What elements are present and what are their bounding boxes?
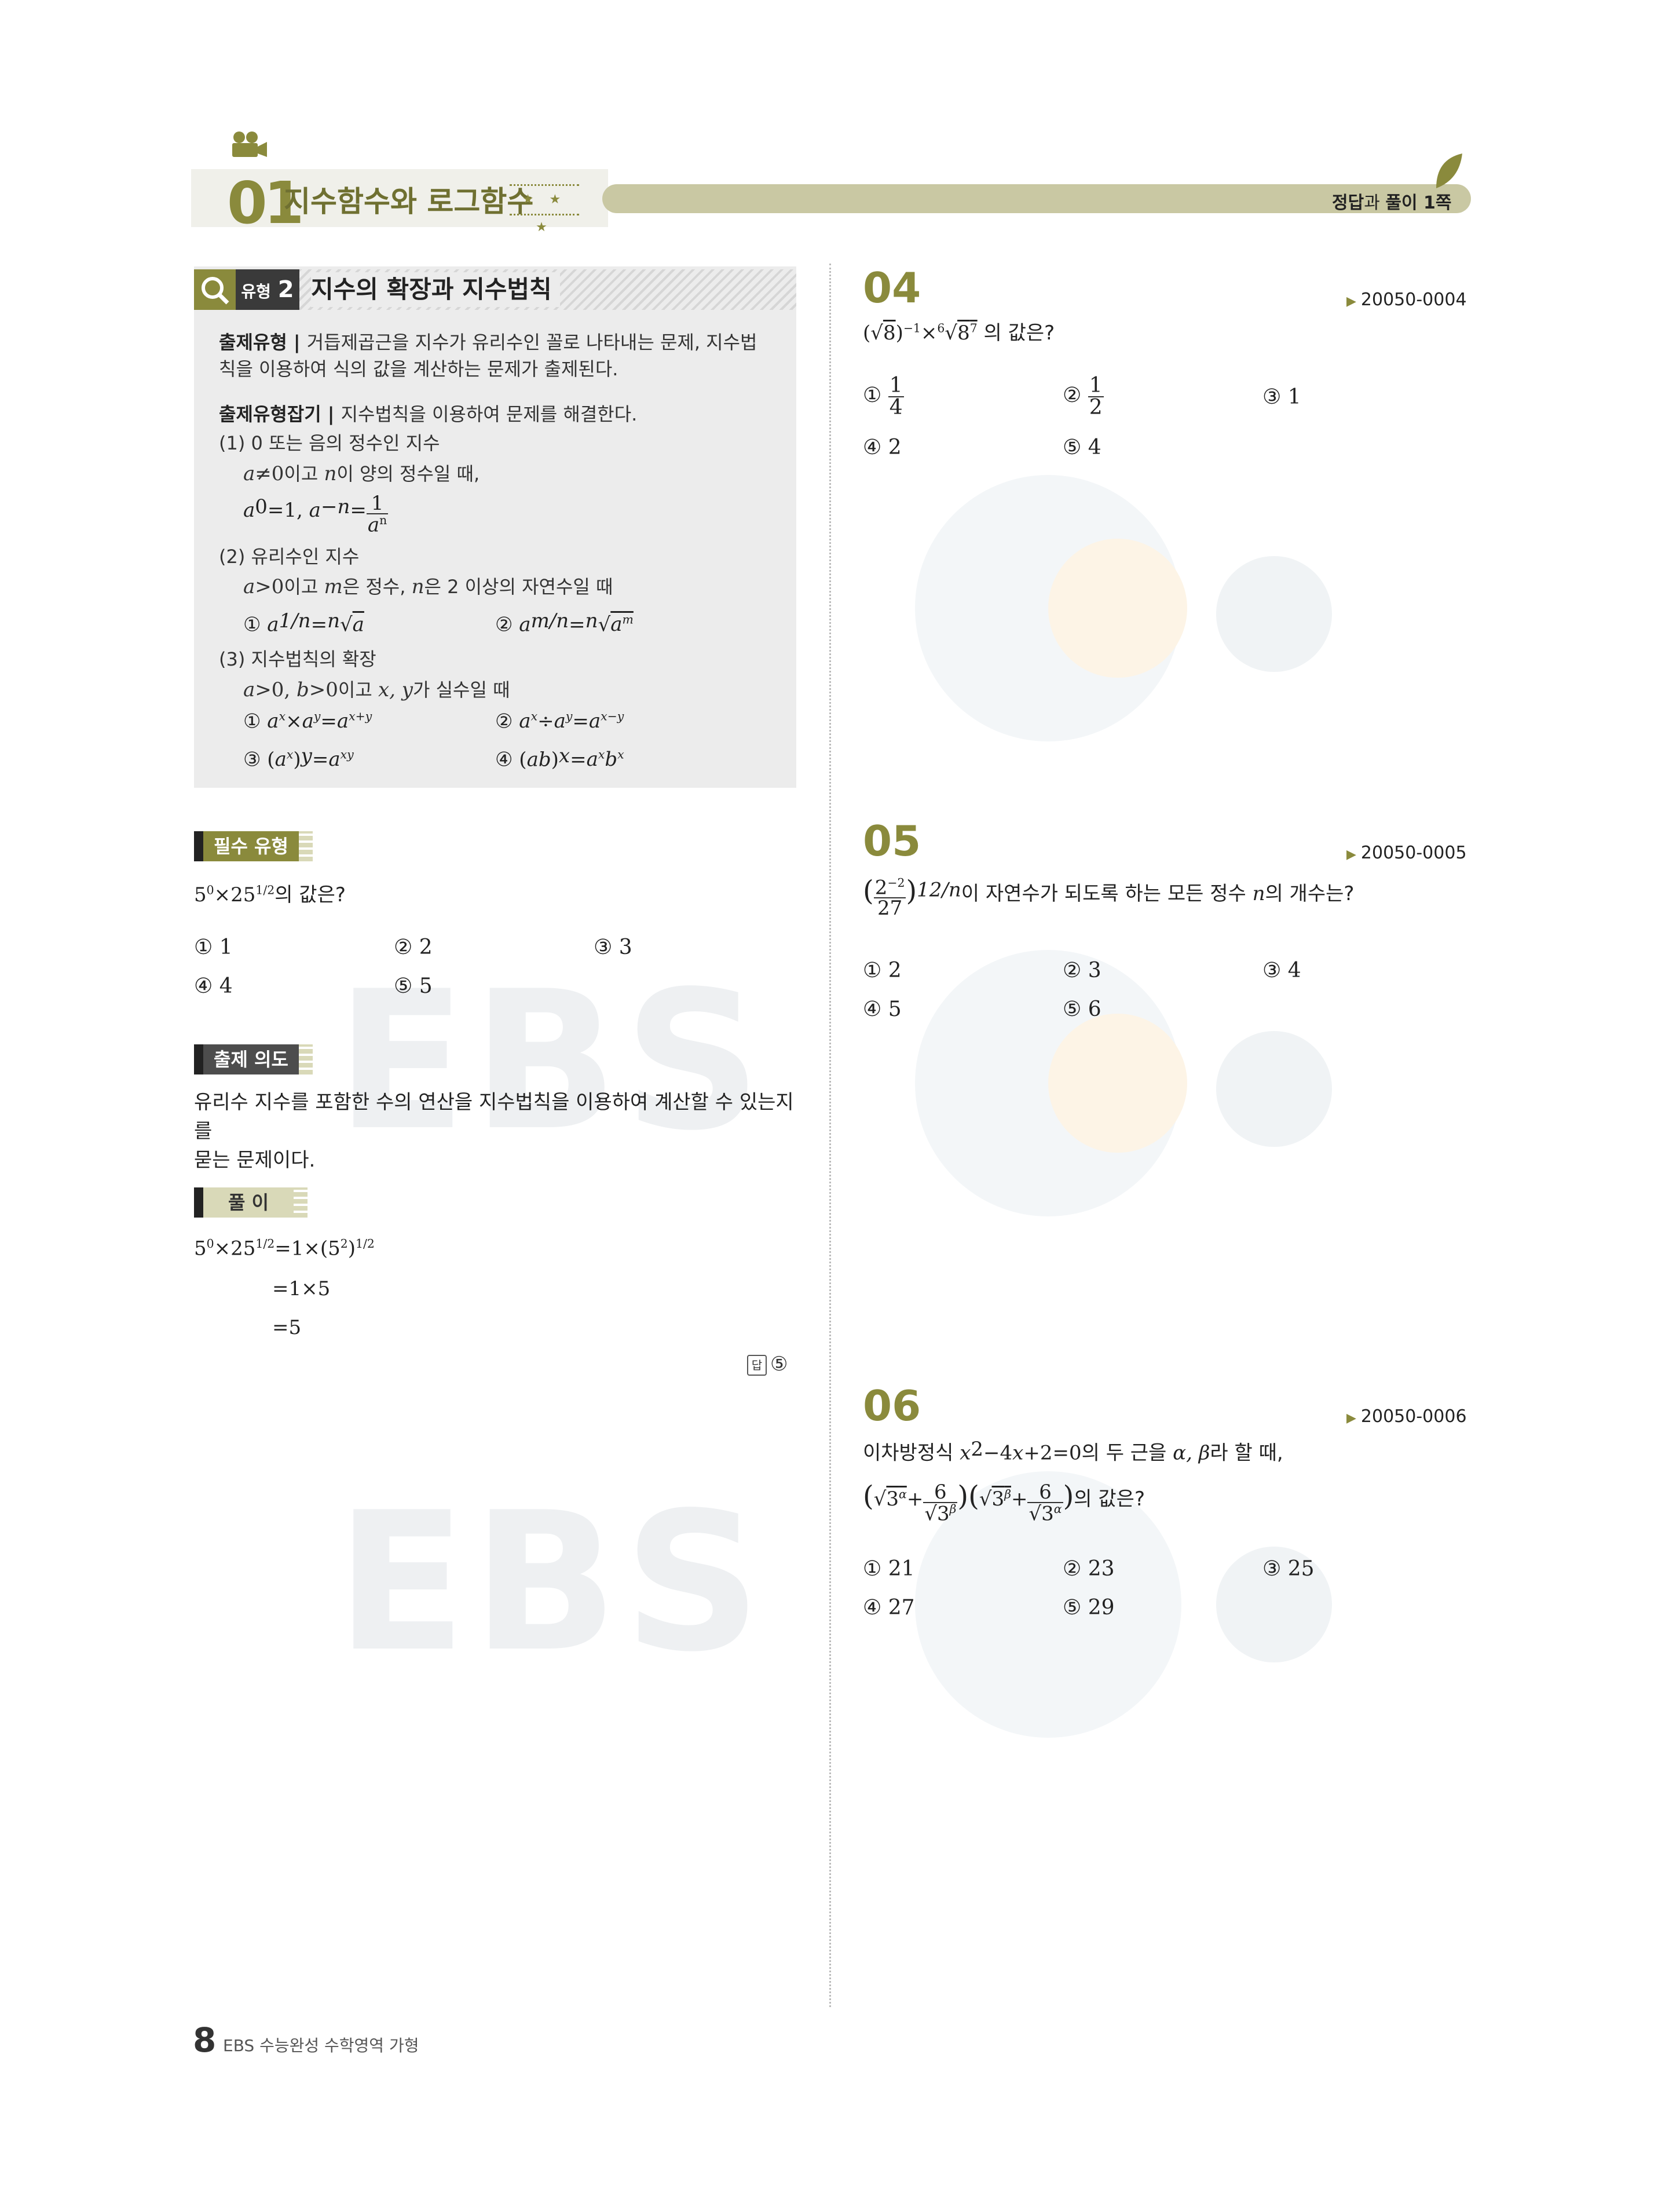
- type-title: 지수의 확장과 지수법칙: [311, 272, 560, 307]
- bg-circle-2: [1048, 539, 1187, 678]
- rule3-formula3: ③ (ax)y=axy: [243, 744, 354, 772]
- rule3-formula1: ① ax×ay=ax+y: [243, 710, 372, 733]
- type-label: 유형 2: [236, 269, 299, 310]
- question-05-choice-3[interactable]: ③ 4: [1262, 959, 1301, 982]
- video-camera-icon: [232, 131, 267, 157]
- column-divider: [829, 264, 831, 2007]
- question-05-choice-1[interactable]: ① 2: [863, 959, 902, 982]
- question-06-choice-5[interactable]: ⑤ 29: [1063, 1596, 1115, 1620]
- example-choice-4[interactable]: ④ 4: [194, 974, 233, 998]
- question-04-code: ▶20050-0004: [1346, 290, 1467, 310]
- intent-text: 유리수 지수를 포함한 수의 연산을 지수법칙을 이용하여 계산할 수 있는지를…: [194, 1091, 794, 1172]
- rule3-condition: a>0, b>0이고 x, y가 실수일 때: [243, 678, 510, 701]
- book-title: EBS 수능완성 수학영역 가형: [223, 2036, 419, 2055]
- example-choice-2[interactable]: ② 2: [394, 935, 433, 959]
- question-06-choice-3[interactable]: ③ 25: [1262, 1557, 1315, 1581]
- question-05-choice-4[interactable]: ④ 5: [863, 997, 902, 1021]
- ebs-watermark-1: EBS: [336, 950, 767, 1172]
- bg-circle-8: [1216, 1547, 1332, 1662]
- example-choice-1[interactable]: ① 1: [194, 935, 233, 959]
- unit-title: 지수함수와 로그함수: [284, 185, 534, 218]
- question-06-number: 06: [863, 1381, 921, 1430]
- question-04-number: 04: [863, 264, 921, 312]
- intent-tag: 출제 의도: [194, 1044, 313, 1074]
- question-04-choice-5[interactable]: ⑤ 4: [1063, 436, 1101, 459]
- question-06-line2: (√3α+6√3β)(√3β+6√3α)의 값은?: [863, 1480, 1145, 1526]
- leaf-icon: [1436, 153, 1462, 188]
- rule3-formula2: ② ax÷ay=ax−y: [495, 710, 624, 733]
- question-04-choice-4[interactable]: ④ 2: [863, 436, 902, 459]
- type-description: 출제유형 | 거듭제곱근을 지수가 유리수인 꼴로 나타내는 문제, 지수법 칙…: [219, 331, 757, 380]
- rule3-title: (3) 지수법칙의 확장: [219, 648, 376, 670]
- unit-number: 01: [227, 169, 304, 237]
- answer-label-icon: 답: [747, 1354, 767, 1376]
- question-06-code: ▶20050-0006: [1346, 1406, 1467, 1427]
- rule3-formula4: ④ (ab)x=axbx: [495, 744, 624, 772]
- bg-circle-3: [1216, 556, 1332, 672]
- question-04-choice-3[interactable]: ③ 1: [1262, 385, 1301, 409]
- page-number: 8: [193, 2020, 217, 2060]
- rule2-condition: a>0이고 m은 정수, n은 2 이상의 자연수일 때: [243, 575, 613, 598]
- rule1-condition: a≠0이고 n이 양의 정수일 때,: [243, 462, 480, 485]
- example-question: 50×251/2의 값은?: [194, 883, 346, 907]
- bg-circle-6: [1216, 1031, 1332, 1147]
- question-06-choice-2[interactable]: ② 23: [1063, 1557, 1115, 1581]
- question-05-choice-5[interactable]: ⑤ 6: [1063, 997, 1101, 1021]
- question-06-choice-4[interactable]: ④ 27: [863, 1596, 915, 1620]
- solution-line-3: =5: [272, 1316, 302, 1339]
- ebs-watermark-2: EBS: [336, 1471, 767, 1694]
- example-choice-3[interactable]: ③ 3: [594, 935, 632, 959]
- search-icon: [194, 269, 236, 310]
- rule2-title: (2) 유리수인 지수: [219, 546, 360, 568]
- type-tip: 출제유형잡기 | 지수법칙을 이용하여 문제를 해결한다.: [219, 403, 638, 425]
- type-box: [194, 266, 796, 788]
- bg-circle-7: [915, 1471, 1181, 1738]
- solution-tag: 풀 이: [194, 1187, 308, 1218]
- question-05-code: ▶20050-0005: [1346, 843, 1467, 863]
- difficulty-stars: ★ ★ ★: [510, 184, 579, 235]
- solution-line-1: 50×251/2=1×(52)1/2: [194, 1237, 375, 1260]
- bg-circle-5: [1048, 1014, 1187, 1153]
- rule2-formula2: ② am/n=n√am: [495, 609, 634, 637]
- unit-header-tab: [191, 169, 608, 227]
- answer-page-ref: 정답과 풀이 1쪽: [1332, 193, 1452, 213]
- question-06-choice-1[interactable]: ① 21: [863, 1557, 915, 1581]
- rule1-title: (1) 0 또는 음의 정수인 지수: [219, 432, 440, 454]
- example-choice-5[interactable]: ⑤ 5: [394, 974, 433, 998]
- solution-line-2: =1×5: [272, 1277, 331, 1300]
- question-06-line1: 이차방정식 x2−4x+2=0의 두 근을 α, β라 할 때,: [863, 1438, 1283, 1465]
- question-04-text: (√8)−1×6√87 의 값은?: [863, 321, 1055, 345]
- question-05-choice-2[interactable]: ② 3: [1063, 959, 1101, 982]
- rule2-formula1: ① a1/n=n√a: [243, 609, 364, 637]
- unit-header-bar: [602, 184, 1471, 213]
- question-05-number: 05: [863, 817, 921, 865]
- essential-type-tag: 필수 유형: [194, 831, 313, 861]
